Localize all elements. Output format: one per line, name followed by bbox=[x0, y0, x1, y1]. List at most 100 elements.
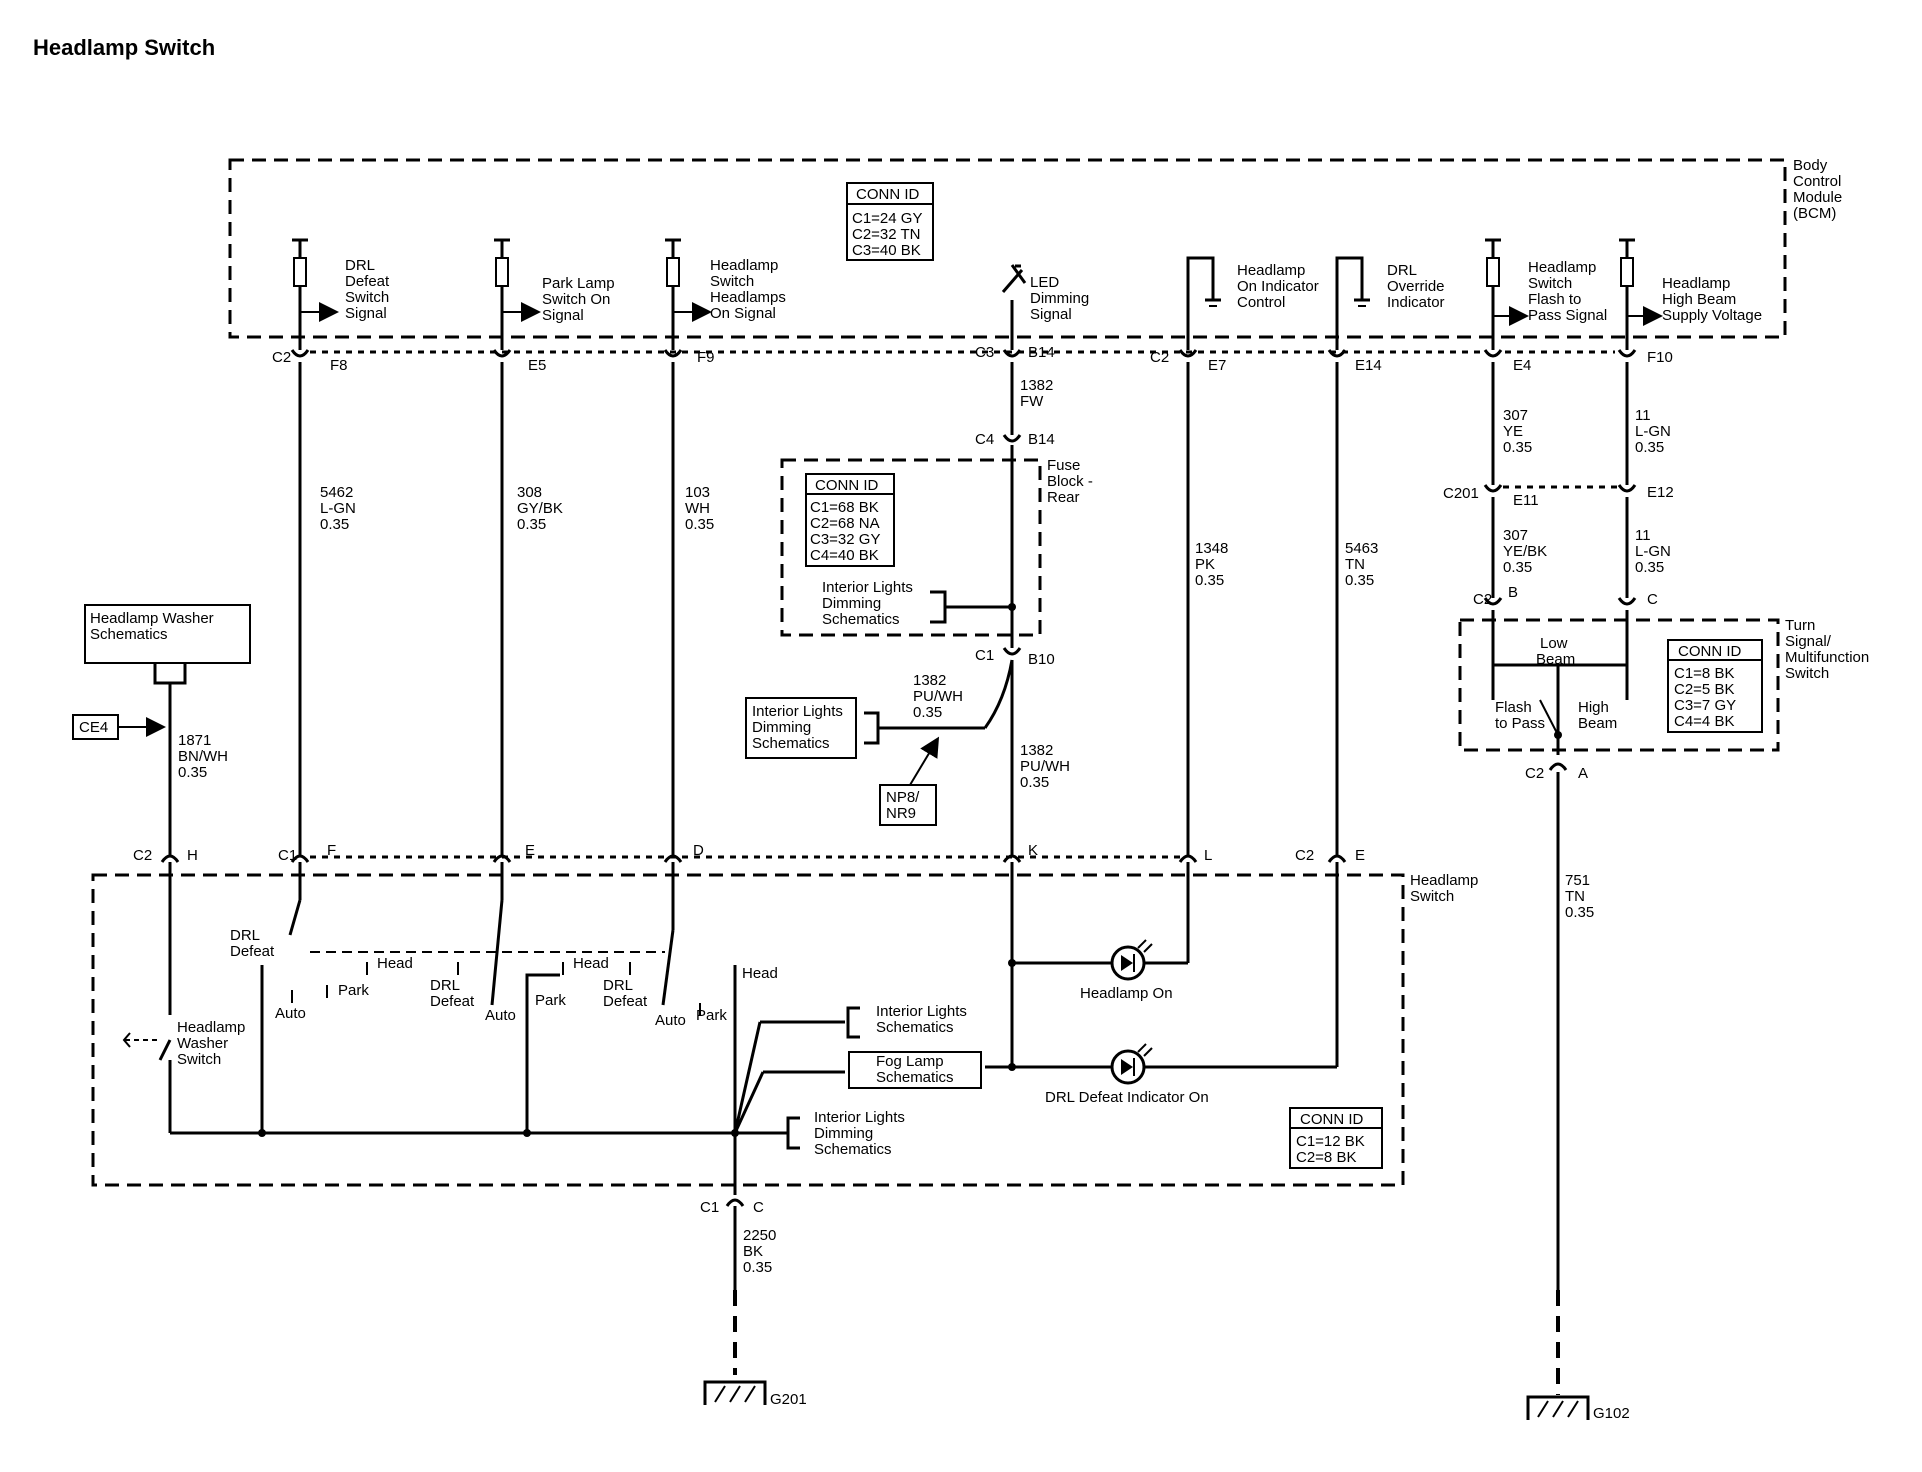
svg-text:C2: C2 bbox=[1473, 591, 1492, 608]
svg-text:G102: G102 bbox=[1593, 1405, 1630, 1422]
svg-text:B14: B14 bbox=[1028, 431, 1055, 448]
bcm-drl-defeat-input: DRL Defeat Switch Signal bbox=[292, 238, 390, 350]
svg-text:E: E bbox=[525, 842, 535, 859]
drl-defeat-label-2: DRL Defeat bbox=[430, 977, 475, 1010]
svg-text:A: A bbox=[1578, 765, 1588, 782]
interior-lights-dimming-ref-2[interactable]: Interior Lights Dimming Schematics bbox=[814, 1109, 909, 1158]
headlamp-conn-id-box: CONN ID C1=12 BK C2=8 BK bbox=[1289, 1107, 1383, 1169]
bcm-drl-override-output: DRL Override Indicator bbox=[1335, 256, 1449, 350]
svg-text:C2: C2 bbox=[272, 349, 291, 366]
svg-text:C1=12 BK: C1=12 BK bbox=[1296, 1133, 1365, 1150]
svg-text:G201: G201 bbox=[770, 1391, 807, 1408]
svg-text:Interior Lights Dimming: Interior Lights Dimming Schematics bbox=[752, 703, 847, 752]
svg-text:C1=8 BK: C1=8 BK bbox=[1674, 665, 1734, 682]
interior-lights-dimming-ref-left[interactable]: Interior Lights Dimming Schematics bbox=[745, 659, 1014, 759]
drl-override-label: DRL Override Indicator bbox=[1387, 262, 1449, 311]
headlamp-switch: C2 H C1 F E D K L C2 E Headlamp Switch H… bbox=[91, 842, 1483, 1375]
low-beam-label: Low Beam bbox=[1536, 635, 1575, 668]
drl-defeat-label-3: DRL Defeat bbox=[603, 977, 648, 1010]
svg-text:C2=68 NA: C2=68 NA bbox=[810, 515, 880, 532]
svg-text:C1: C1 bbox=[700, 1199, 719, 1216]
turn-conn-id-box: CONN ID C1=8 BK C2=5 BK C3=7 GY C4=4 BK bbox=[1667, 639, 1763, 733]
svg-text:C3=7 GY: C3=7 GY bbox=[1674, 697, 1736, 714]
turn-signal-switch: C201 E11 E12 C2 B C Turn Signal/ Multifu… bbox=[1443, 484, 1873, 1395]
headlamp-washer-ref[interactable]: Headlamp Washer Schematics bbox=[84, 604, 251, 855]
flash-pass-label: Headlamp Switch Flash to Pass Signal bbox=[1528, 259, 1607, 324]
washer-switch-label: Headlamp Washer Switch bbox=[177, 1019, 250, 1068]
svg-text:C: C bbox=[753, 1199, 764, 1216]
svg-text:Park: Park bbox=[535, 992, 566, 1009]
svg-text:C2=5 BK: C2=5 BK bbox=[1674, 681, 1734, 698]
svg-text:L: L bbox=[1204, 847, 1212, 864]
svg-text:DRL Defeat Indicator On: DRL Defeat Indicator On bbox=[1045, 1089, 1209, 1106]
svg-text:C2=32 TN: C2=32 TN bbox=[852, 226, 921, 243]
svg-text:C1: C1 bbox=[975, 647, 994, 664]
svg-text:E: E bbox=[1355, 847, 1365, 864]
svg-text:C3=32 GY: C3=32 GY bbox=[810, 531, 880, 548]
svg-text:CONN ID: CONN ID bbox=[856, 186, 920, 203]
svg-text:Headlamp Washer Schemati: Headlamp Washer Schematics bbox=[90, 610, 218, 643]
svg-text:Head: Head bbox=[742, 965, 778, 982]
svg-text:E5: E5 bbox=[528, 357, 546, 374]
svg-text:E7: E7 bbox=[1208, 357, 1226, 374]
svg-text:C2: C2 bbox=[133, 847, 152, 864]
fuse-block-rear: C4 B14 Fuse Block - Rear CONN ID C1=68 B… bbox=[780, 431, 1093, 668]
drl-defeat-label-1: DRL Defeat bbox=[230, 927, 275, 960]
svg-text:Auto: Auto bbox=[655, 1012, 686, 1029]
flash-to-pass-label: Flash to Pass bbox=[1495, 699, 1545, 732]
headlamps-on-signal-label: Headlamp Switch Headlamps On Signal bbox=[710, 257, 790, 322]
ground-g201-icon: G201 bbox=[703, 1380, 807, 1408]
svg-text:C: C bbox=[1647, 591, 1658, 608]
svg-text:D: D bbox=[693, 842, 704, 859]
fuse-interior-dimming-ref[interactable]: Interior Lights Dimming Schematics bbox=[822, 579, 917, 628]
svg-text:C1=24 GY: C1=24 GY bbox=[852, 210, 922, 227]
svg-text:C2: C2 bbox=[1295, 847, 1314, 864]
svg-text:C3: C3 bbox=[975, 344, 994, 361]
fog-lamp-ref[interactable]: Fog Lamp Schematics bbox=[876, 1053, 954, 1086]
ce4-ref[interactable]: CE4 bbox=[72, 714, 166, 740]
svg-text:B14: B14 bbox=[1028, 344, 1055, 361]
high-beam-label: High Beam bbox=[1578, 699, 1617, 732]
svg-text:CONN ID: CONN ID bbox=[1300, 1111, 1364, 1128]
svg-text:Park: Park bbox=[338, 982, 369, 999]
svg-text:Head: Head bbox=[377, 955, 413, 972]
headlamp-switch-label: Headlamp Switch bbox=[1410, 872, 1483, 905]
np8-nr9-ref[interactable]: NP8/ NR9 bbox=[879, 736, 940, 826]
high-beam-supply-label: Headlamp High Beam Supply Voltage bbox=[1662, 275, 1762, 324]
svg-text:CONN ID: CONN ID bbox=[815, 477, 879, 494]
headlamp-switch-connector-pins: C2 H C1 F E D K L C2 E bbox=[133, 842, 1365, 864]
svg-text:B10: B10 bbox=[1028, 651, 1055, 668]
bcm-flash-pass-input: Headlamp Switch Flash to Pass Signal bbox=[1485, 238, 1607, 350]
bcm-module: Body Control Module (BCM) CONN ID C1=24 … bbox=[228, 157, 1846, 374]
drl-indicator-lamp-icon bbox=[1110, 1043, 1153, 1085]
svg-text:H: H bbox=[187, 847, 198, 864]
interior-lights-ref-1[interactable]: Interior Lights Schematics bbox=[876, 1003, 971, 1036]
bcm-park-lamp-input: Park Lamp Switch On Signal bbox=[494, 238, 619, 350]
bcm-connector-pins: C2 F8 E5 F9 C3 B14 C2 E7 E14 E4 F10 bbox=[272, 344, 1673, 374]
svg-text:C2: C2 bbox=[1525, 765, 1544, 782]
svg-text:F: F bbox=[327, 842, 336, 859]
turn-switch-label: Turn Signal/ Multifunction Switch bbox=[1785, 617, 1873, 682]
svg-text:C2: C2 bbox=[1150, 349, 1169, 366]
park-lamp-signal-label: Park Lamp Switch On Signal bbox=[542, 275, 619, 324]
page-title: Headlamp Switch bbox=[33, 35, 215, 60]
svg-text:C4=4 BK: C4=4 BK bbox=[1674, 713, 1734, 730]
svg-text:C1: C1 bbox=[278, 847, 297, 864]
svg-text:K: K bbox=[1028, 842, 1038, 859]
svg-text:Auto: Auto bbox=[275, 1005, 306, 1022]
svg-text:C3=40 BK: C3=40 BK bbox=[852, 242, 921, 259]
svg-text:F9: F9 bbox=[697, 349, 715, 366]
bcm-high-beam-input: Headlamp High Beam Supply Voltage bbox=[1619, 238, 1762, 350]
bcm-label: Body Control Module (BCM) bbox=[1793, 157, 1846, 222]
svg-text:Park: Park bbox=[696, 1007, 727, 1024]
svg-text:Headlamp On: Headlamp On bbox=[1080, 985, 1173, 1002]
